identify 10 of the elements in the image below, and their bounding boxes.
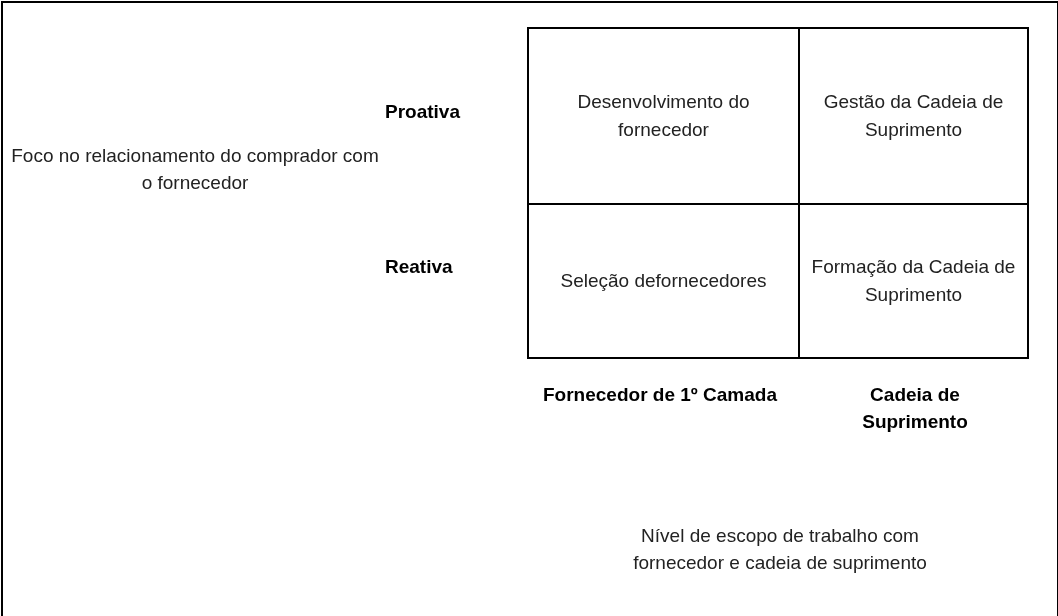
row-label: Proativa xyxy=(385,100,461,124)
matrix-cell: Formação da Cadeia de Suprimento xyxy=(798,203,1029,359)
column-label: Cadeia de Suprimento xyxy=(861,383,969,434)
axis-title: Nível de escopo de trabalho com fornecedor e cadeia de suprimento xyxy=(632,524,928,575)
matrix-cell: Gestão da Cadeia de Suprimento xyxy=(798,27,1029,205)
row-label: Reativa xyxy=(385,255,454,279)
column-label: Fornecedor de 1º Camada xyxy=(542,383,778,407)
matrix-cell: Desenvolvimento do fornecedor xyxy=(527,27,800,205)
matrix-cell: Seleção defornecedores xyxy=(527,203,800,359)
axis-title: Foco no relacionamento do comprador com o fornecedor xyxy=(10,144,380,195)
